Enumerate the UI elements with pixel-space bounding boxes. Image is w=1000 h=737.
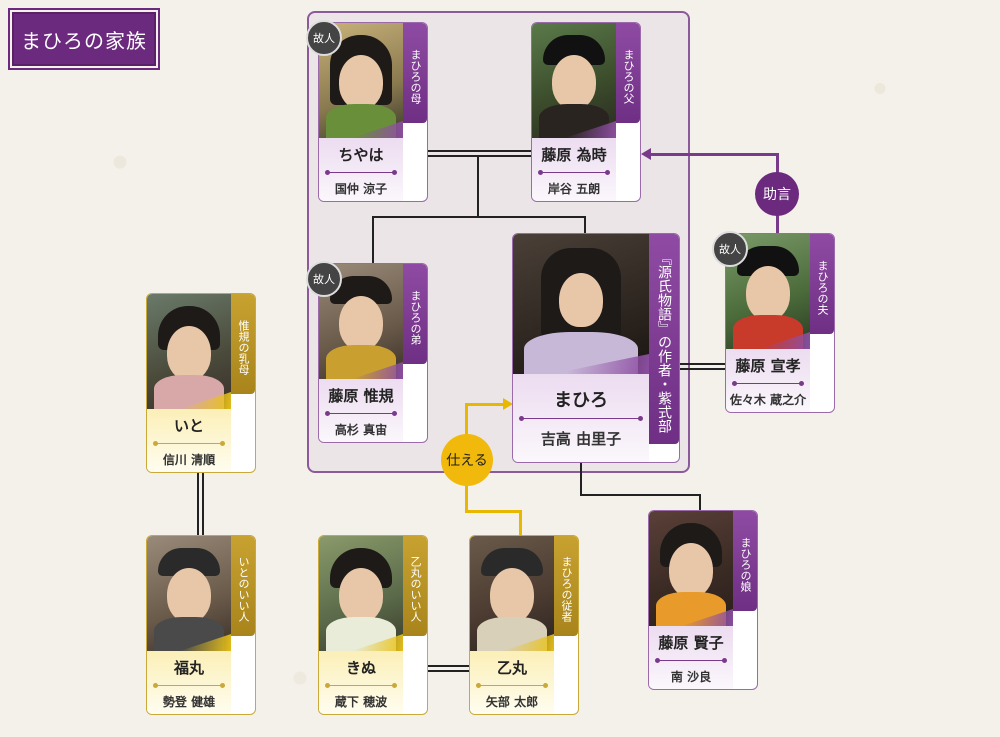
role-label: まひろの父 <box>616 23 640 123</box>
portrait-nobunori <box>319 264 403 379</box>
serve-line-h2 <box>465 510 521 513</box>
siblings-line <box>372 216 586 218</box>
character-name: まひろ <box>554 390 608 411</box>
couple-line-ito-fukumaru <box>197 472 204 536</box>
divider <box>538 170 610 175</box>
page-title: まひろの家族 <box>8 8 160 70</box>
card-mahiro[interactable]: 『源氏物語』の作者・紫式部 まひろ 吉高 由里子 <box>512 233 680 463</box>
advice-label: 助言 <box>763 187 791 203</box>
child-line-kenshi-v2 <box>699 494 701 512</box>
card-ito[interactable]: 惟規の乳母 いと 信川 清順 <box>146 293 256 473</box>
deceased-badge: 故人 <box>306 20 342 56</box>
portrait-otomaru <box>470 536 554 651</box>
actor-name: 矢部 太郎 <box>485 695 539 709</box>
divider <box>325 170 397 175</box>
parent-child-line <box>477 155 479 217</box>
divider <box>153 441 225 446</box>
divider <box>732 381 804 386</box>
character-name: 藤原 賢子 <box>658 634 724 652</box>
character-name: 藤原 為時 <box>541 146 607 164</box>
character-name: いと <box>173 417 204 435</box>
deceased-badge: 故人 <box>712 231 748 267</box>
portrait-tametoki <box>532 23 616 138</box>
role-label: まひろの夫 <box>810 234 834 334</box>
card-kinu[interactable]: 乙丸のいい人 きぬ 蔵下 穂波 <box>318 535 428 715</box>
divider <box>519 416 643 421</box>
child-line-nobunori <box>372 216 374 264</box>
portrait-mahiro <box>513 234 649 374</box>
card-tametoki[interactable]: まひろの父 藤原 為時 岸谷 五朗 <box>531 22 641 202</box>
character-name: 乙丸 <box>496 659 527 677</box>
character-name: 藤原 惟規 <box>328 387 394 405</box>
role-label: まひろの娘 <box>733 511 757 611</box>
actor-name: 信川 清順 <box>162 453 216 467</box>
actor-name: 国仲 涼子 <box>334 182 388 196</box>
actor-name: 吉高 由里子 <box>540 430 622 448</box>
card-nobutaka[interactable]: まひろの夫 藤原 宣孝 佐々木 蔵之介 <box>725 233 835 413</box>
serve-arrowhead <box>503 398 513 410</box>
portrait-kinu <box>319 536 403 651</box>
character-name: 福丸 <box>173 659 204 677</box>
deceased-badge: 故人 <box>306 261 342 297</box>
card-kenshi[interactable]: まひろの娘 藤原 賢子 南 沙良 <box>648 510 758 690</box>
card-fukumaru[interactable]: いとのいい人 福丸 勢登 健雄 <box>146 535 256 715</box>
serve-line-v2 <box>519 510 522 538</box>
marriage-line-mahiro-nobutaka <box>680 363 726 370</box>
actor-name: 佐々木 蔵之介 <box>729 393 807 407</box>
actor-name: 南 沙良 <box>670 670 712 684</box>
serve-badge: 仕える <box>441 434 493 486</box>
child-line-mahiro <box>584 216 586 234</box>
actor-name: 岸谷 五朗 <box>547 182 601 196</box>
divider <box>153 683 225 688</box>
marriage-line-chiyaha-tametoki <box>426 150 532 157</box>
advice-arrowhead <box>641 148 651 160</box>
child-line-kenshi-h <box>580 494 700 496</box>
divider <box>325 411 397 416</box>
character-name: きぬ <box>345 659 376 677</box>
portrait-ito <box>147 294 231 409</box>
divider <box>655 658 727 663</box>
child-line-kenshi-v1 <box>580 462 582 494</box>
page-title-text: まひろの家族 <box>21 28 147 53</box>
portrait-fukumaru <box>147 536 231 651</box>
character-name: 藤原 宣孝 <box>735 357 801 375</box>
role-label: 『源氏物語』の作者・紫式部 <box>649 234 679 444</box>
actor-name: 勢登 健雄 <box>162 695 216 709</box>
card-otomaru[interactable]: まひろの従者 乙丸 矢部 太郎 <box>469 535 579 715</box>
character-name: ちやは <box>338 146 384 164</box>
role-label: いとのいい人 <box>231 536 255 636</box>
role-label: 惟規の乳母 <box>231 294 255 394</box>
divider <box>325 683 397 688</box>
card-nobunori[interactable]: まひろの弟 藤原 惟規 高杉 真宙 <box>318 263 428 443</box>
couple-line-kinu-otomaru <box>426 665 470 672</box>
divider <box>476 683 548 688</box>
advice-line-h <box>650 153 778 156</box>
advice-badge: 助言 <box>755 172 799 216</box>
role-label: 乙丸のいい人 <box>403 536 427 636</box>
actor-name: 高杉 真宙 <box>334 423 388 437</box>
role-label: まひろの母 <box>403 23 427 123</box>
portrait-kenshi <box>649 511 733 626</box>
serve-label: 仕える <box>446 453 488 469</box>
actor-name: 蔵下 穂波 <box>334 695 388 709</box>
role-label: まひろの弟 <box>403 264 427 364</box>
role-label: まひろの従者 <box>554 536 578 636</box>
serve-line-h1 <box>465 403 505 406</box>
